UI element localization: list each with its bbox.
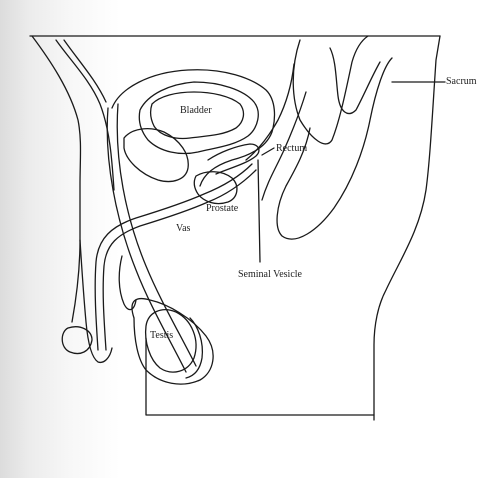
label-bladder: Bladder bbox=[180, 106, 212, 116]
rectum-pointer bbox=[262, 148, 274, 155]
label-prostate: Prostate bbox=[206, 204, 238, 214]
epididymis bbox=[186, 318, 202, 378]
label-rectum: Rectum bbox=[276, 144, 307, 154]
spermatic-cord-d bbox=[64, 40, 106, 102]
pubic-bone bbox=[124, 129, 188, 182]
label-testis: Testis bbox=[150, 331, 173, 341]
body-outline-front bbox=[32, 36, 81, 322]
label-vas: Vas bbox=[176, 224, 190, 234]
label-seminal-vesicle: Seminal Vesicle bbox=[238, 270, 302, 280]
label-sacrum: Sacrum bbox=[446, 77, 477, 87]
vas-deferens-b bbox=[103, 170, 256, 350]
penis-glans bbox=[62, 327, 92, 354]
sacrum-outline-outer bbox=[293, 36, 368, 144]
bladder-outer-wall bbox=[112, 70, 274, 186]
seminal-vesicle-pointer bbox=[258, 160, 260, 262]
body-outline-back bbox=[374, 36, 440, 420]
lower-baseline bbox=[146, 338, 374, 415]
spermatic-cord-a bbox=[107, 108, 186, 372]
sacrum-outline-inner bbox=[330, 48, 380, 114]
spermatic-cord-b bbox=[117, 104, 196, 366]
spermatic-cord-c bbox=[56, 40, 114, 190]
